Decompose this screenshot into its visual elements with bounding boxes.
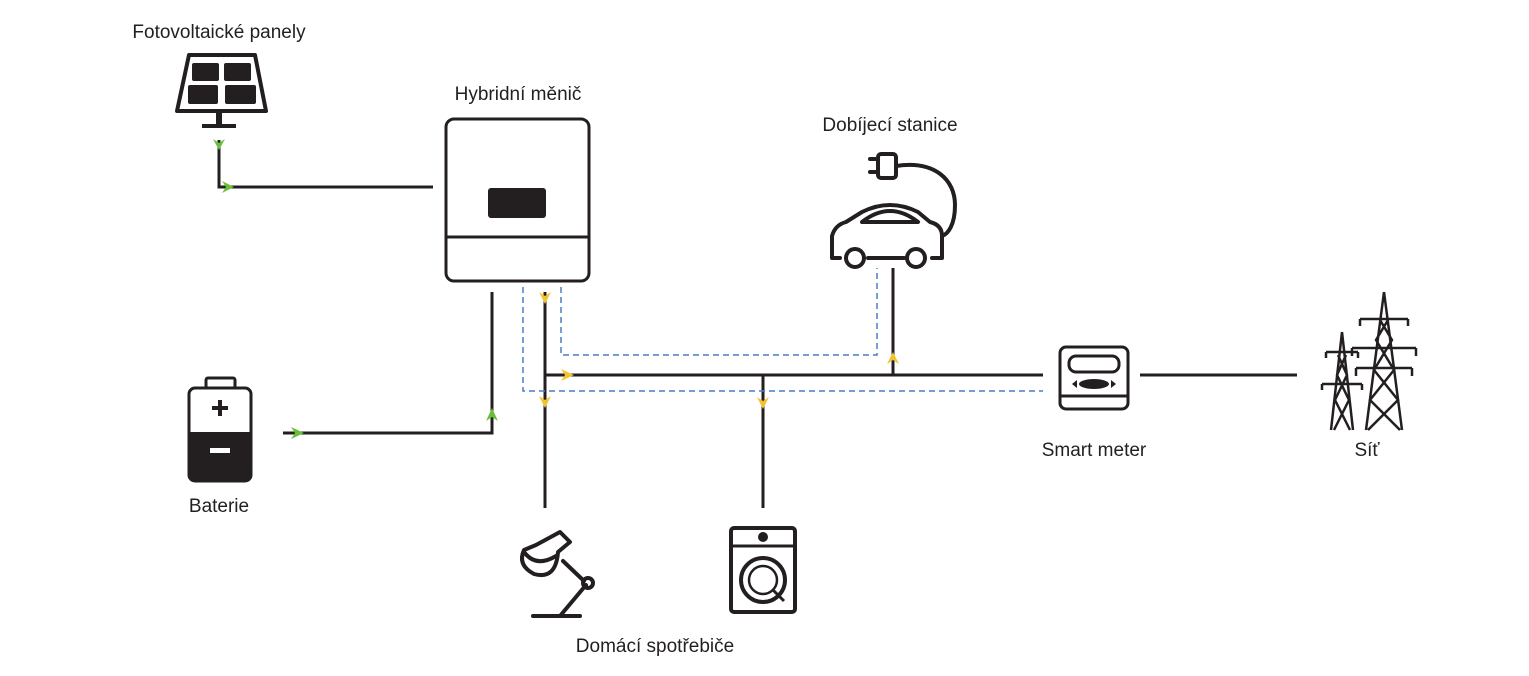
wire-battery-inverter [283,292,494,435]
flow-arrows [213,139,899,439]
flow-arrow-yellow-inverter-down [539,292,551,304]
flow-arrow-green-battery-right [291,427,304,439]
battery-label: Baterie [188,496,250,517]
battery-icon [187,376,253,483]
grid-label: Síť [1354,440,1380,461]
smart-meter-label: Smart meter [1041,440,1147,461]
appliances-label: Domácí spotřebiče [575,636,735,657]
flow-arrow-green-solar-right [222,181,234,193]
dashed-inverter-meter [522,287,1043,392]
flow-arrow-yellow-bus-right [561,369,574,381]
inverter-label: Hybridní měnič [454,84,582,105]
desk-lamp-icon [520,530,595,618]
flow-arrow-yellow-washer-down [757,397,769,409]
ev-charger-icon [830,152,957,269]
wire-solar-inverter [217,140,433,189]
flow-arrow-yellow-charger-up [887,352,899,364]
power-pylon-icon [1320,291,1418,431]
solar-panel-icon [175,53,268,128]
dashed-inverter-charger [560,268,878,356]
smart-meter-icon [1058,345,1130,411]
wires [217,140,1297,508]
communication-lines [522,268,1043,392]
flow-arrow-yellow-lamp-down [539,396,551,408]
flow-arrow-green-solar-down [213,139,225,150]
washing-machine-icon [729,526,797,614]
flow-arrow-green-battery-up [486,408,498,421]
inverter-icon [444,117,591,283]
charger-label: Dobíjecí stanice [822,115,958,136]
solar-panel-label: Fotovoltaické panely [132,22,306,43]
